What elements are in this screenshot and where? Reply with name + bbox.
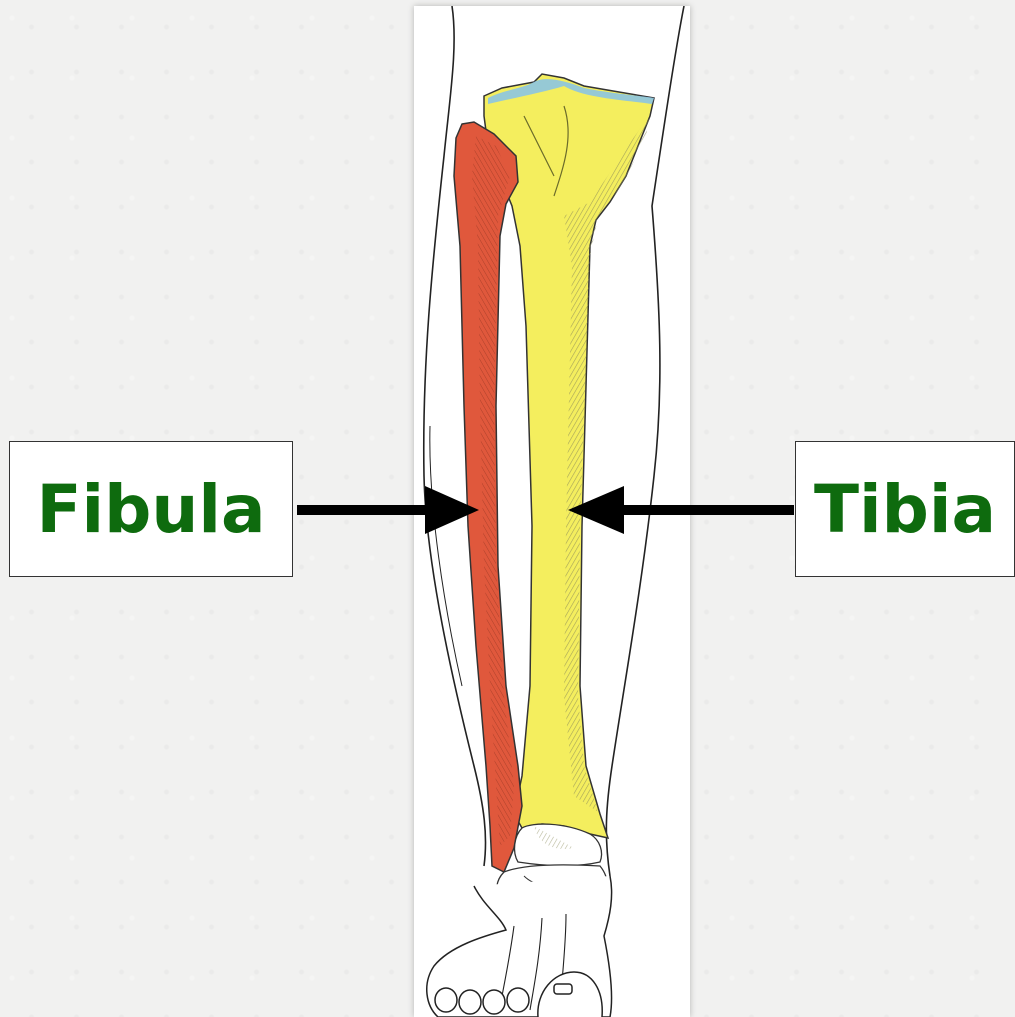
fibula-arrow xyxy=(293,480,485,540)
tibia-arrow xyxy=(564,480,796,540)
tibia-label: Tibia xyxy=(814,471,996,548)
tibia-label-box: Tibia xyxy=(795,441,1015,577)
fibula-label-box: Fibula xyxy=(9,441,293,577)
fibula-label: Fibula xyxy=(36,471,265,548)
foot xyxy=(427,876,612,1017)
